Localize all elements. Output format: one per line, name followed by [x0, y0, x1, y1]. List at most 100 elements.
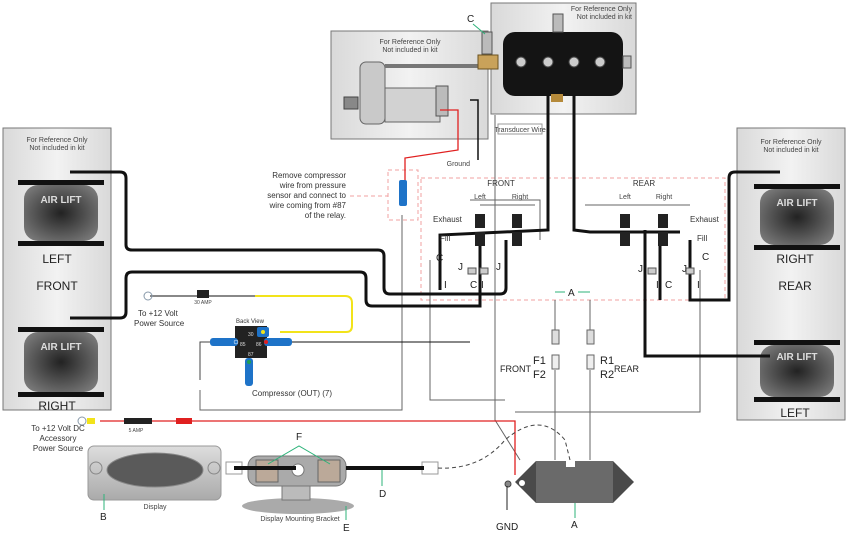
compressor-panel: For Reference Only Not included in kit	[330, 30, 489, 140]
remove-wire-note: Remove compressor wire from pressure sen…	[267, 171, 346, 220]
signal-wires	[199, 115, 701, 461]
callout-i: I	[444, 280, 447, 291]
callout-line	[267, 445, 331, 465]
compressor-out-label: Compressor (OUT) (7)	[252, 389, 332, 398]
r1-label: R1	[600, 355, 614, 367]
ground-wire	[470, 99, 479, 160]
air-spring-rear-left: AIR LIFT LEFT	[754, 340, 840, 420]
power-wires	[100, 109, 516, 475]
callout-b: B	[100, 512, 107, 523]
callout-j: J	[682, 264, 687, 275]
valve-left-label: Left	[619, 194, 631, 201]
valve-right-label: Right	[512, 194, 528, 201]
display-bracket-icon	[225, 455, 439, 514]
callout-i: I	[481, 280, 484, 291]
front-group-label: FRONT	[36, 279, 78, 293]
display-label: Display	[144, 504, 167, 511]
callout-j: J	[496, 262, 501, 273]
reference-note: Not included in kit	[29, 145, 84, 152]
valve-right-label: Right	[656, 194, 672, 201]
callout-c: C	[470, 280, 477, 291]
fitting-callouts: C J I C I J J I C J C I	[436, 252, 709, 291]
manifold-dashed-region	[420, 177, 726, 301]
dashed-cable	[437, 424, 571, 469]
spring-label: LEFT	[42, 252, 72, 266]
fuse-30-icon	[197, 290, 209, 298]
note-line: wire from pressure	[279, 181, 347, 190]
spring-label: LEFT	[780, 406, 810, 420]
callout-i: I	[697, 280, 700, 291]
rear-connector-label: REAR	[614, 364, 640, 374]
relay-wire	[199, 341, 210, 380]
exhaust-label: Exhaust	[690, 215, 720, 224]
spring-label: RIGHT	[776, 252, 814, 266]
callout-e: E	[343, 523, 350, 534]
note-line: Remove compressor	[272, 171, 346, 180]
relay-pin-label: 87	[248, 352, 254, 358]
brand-label: AIR LIFT	[40, 342, 81, 353]
brand-label: AIR LIFT	[776, 198, 817, 209]
transducer-wire-label: Transducer Wire	[494, 127, 546, 134]
f2-label: F2	[533, 369, 546, 381]
brand-label: AIR LIFT	[40, 195, 81, 206]
callout-j: J	[638, 264, 643, 275]
display-icon	[87, 445, 222, 501]
callout-j: J	[458, 262, 463, 273]
fill-label: Fill	[440, 234, 450, 243]
manifold-rear-label: REAR	[633, 179, 655, 188]
compressor-icon	[343, 61, 478, 125]
fuse-30-label: 30 AMP	[194, 300, 212, 306]
spring-label: RIGHT	[38, 399, 76, 413]
power-source-label: To +12 Volt	[138, 309, 179, 318]
air-spring-front-right: AIR LIFT RIGHT	[18, 327, 104, 413]
rear-group-label: REAR	[778, 279, 812, 293]
note-line: of the relay.	[305, 211, 346, 220]
brand-label: AIR LIFT	[776, 352, 817, 363]
reference-note: For Reference Only	[379, 39, 441, 46]
front-connector-label: FRONT	[500, 364, 531, 374]
ring-terminal-icon	[77, 416, 87, 426]
controller-module-icon	[515, 461, 634, 503]
callout-c: C	[665, 280, 672, 291]
harness-connectors	[551, 329, 595, 370]
callout-line	[472, 23, 486, 35]
splice-connector-icon	[399, 180, 407, 206]
callout-c: C	[702, 252, 709, 263]
reference-note: Not included in kit	[577, 14, 632, 21]
display-bracket-label: Display Mounting Bracket	[260, 516, 339, 523]
accessory-power-label: Power Source	[33, 444, 84, 453]
accessory-power-label: To +12 Volt DC	[31, 424, 85, 433]
manifold-front-label: FRONT	[487, 179, 515, 188]
relay-icon: 30 85 86 87	[210, 326, 292, 386]
relay-pin-label: 86	[256, 342, 262, 348]
reference-note: For Reference Only	[26, 137, 88, 144]
air-tank-icon	[477, 13, 632, 102]
reference-note: For Reference Only	[571, 6, 633, 13]
ground-stud-icon	[504, 480, 512, 488]
inline-connector-icon	[176, 418, 192, 424]
relay-pin-label: 85	[240, 342, 246, 348]
ring-terminal-icon	[143, 291, 153, 301]
reference-note: For Reference Only	[760, 139, 822, 146]
yellow-wire	[255, 295, 353, 333]
fill-label: Fill	[697, 234, 707, 243]
callout-c: C	[467, 14, 474, 25]
valve-block-icons	[467, 214, 695, 275]
gnd-label: GND	[496, 522, 518, 533]
splice-dashed-region	[387, 169, 419, 221]
fuse-5-icon	[124, 418, 152, 424]
accessory-power-label: Accessory	[40, 434, 77, 443]
callout-c: C	[436, 253, 443, 264]
relay-back-view-label: Back View	[236, 319, 265, 325]
air-spring-rear-right: AIR LIFT RIGHT	[754, 184, 840, 266]
note-line: wire coming from #87	[269, 201, 347, 210]
reference-note: Not included in kit	[763, 147, 818, 154]
callout-d: D	[379, 489, 386, 500]
relay-pin-label: 30	[248, 332, 254, 338]
power-source-label: Power Source	[134, 319, 185, 328]
air-spring-front-left: AIR LIFT LEFT	[18, 180, 104, 266]
callout-i: I	[656, 280, 659, 291]
note-line: sensor and connect to	[267, 191, 346, 200]
f1-label: F1	[533, 355, 546, 367]
